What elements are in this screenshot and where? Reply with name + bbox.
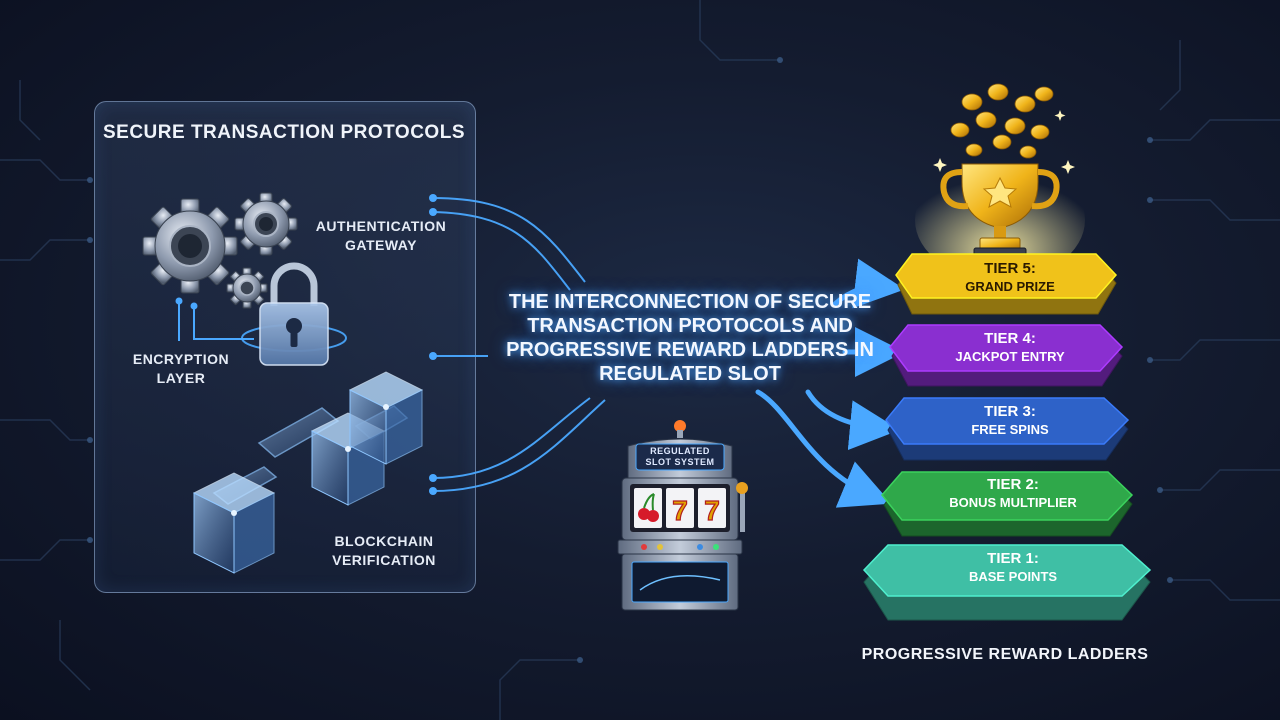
tier-3-label: Tier 3: Free Spins bbox=[920, 403, 1100, 439]
tier-2-platform bbox=[881, 471, 1134, 537]
center-title: The Interconnection of Secure Transactio… bbox=[506, 291, 874, 385]
gear-icon bbox=[234, 192, 298, 256]
slot-system-label: Regulated Slot System bbox=[645, 446, 715, 467]
tier-3-platform bbox=[885, 397, 1130, 461]
tier-3-name: Tier 3: bbox=[984, 403, 1036, 420]
authentication-gateway-label: Authentication Gateway bbox=[315, 218, 447, 253]
tier-5-name: Tier 5: bbox=[984, 260, 1036, 277]
tier-4-name: Tier 4: bbox=[984, 330, 1036, 347]
reward-ladders-title: Progressive Reward Ladders bbox=[861, 646, 1149, 663]
tier-1-desc: Base Points bbox=[968, 569, 1058, 584]
tier-5-label: Tier 5: Grand Prize bbox=[920, 260, 1100, 296]
cherry-icon bbox=[638, 493, 659, 522]
reward-ladder bbox=[862, 253, 1152, 621]
tier-2-desc: Bonus Multiplier bbox=[949, 495, 1077, 510]
lock-icon bbox=[241, 262, 347, 366]
reel-seven-1: 7 bbox=[672, 495, 688, 526]
tier-2-name: Tier 2: bbox=[987, 476, 1039, 493]
tier-4-platform bbox=[889, 324, 1124, 387]
gear-icon bbox=[142, 198, 238, 294]
tier-1-label: Tier 1: Base Points bbox=[918, 550, 1108, 586]
tier-1-name: Tier 1: bbox=[987, 550, 1039, 567]
panel-illustration bbox=[142, 192, 424, 574]
gear-icon bbox=[226, 267, 268, 309]
tier-1-platform bbox=[862, 544, 1152, 621]
tier-4-label: Tier 4: Jackpot Entry bbox=[920, 330, 1100, 366]
tier-5-desc: Grand Prize bbox=[965, 279, 1055, 294]
reel-seven-2: 7 bbox=[704, 495, 720, 526]
tier-3-desc: Free Spins bbox=[971, 422, 1049, 437]
tier-2-label: Tier 2: Bonus Multiplier bbox=[918, 476, 1108, 512]
encryption-layer-label: Encryption Layer bbox=[132, 351, 230, 386]
blockchain-verification-label: Blockchain Verification bbox=[332, 533, 436, 568]
coins-icon bbox=[950, 83, 1054, 159]
tier-4-desc: Jackpot Entry bbox=[955, 349, 1065, 364]
blockchain-icon bbox=[192, 371, 424, 574]
tier-5-platform bbox=[895, 253, 1118, 315]
panel-title: Secure Transaction Protocols bbox=[102, 122, 465, 143]
slot-machine-icon: 7 7 bbox=[617, 420, 748, 611]
